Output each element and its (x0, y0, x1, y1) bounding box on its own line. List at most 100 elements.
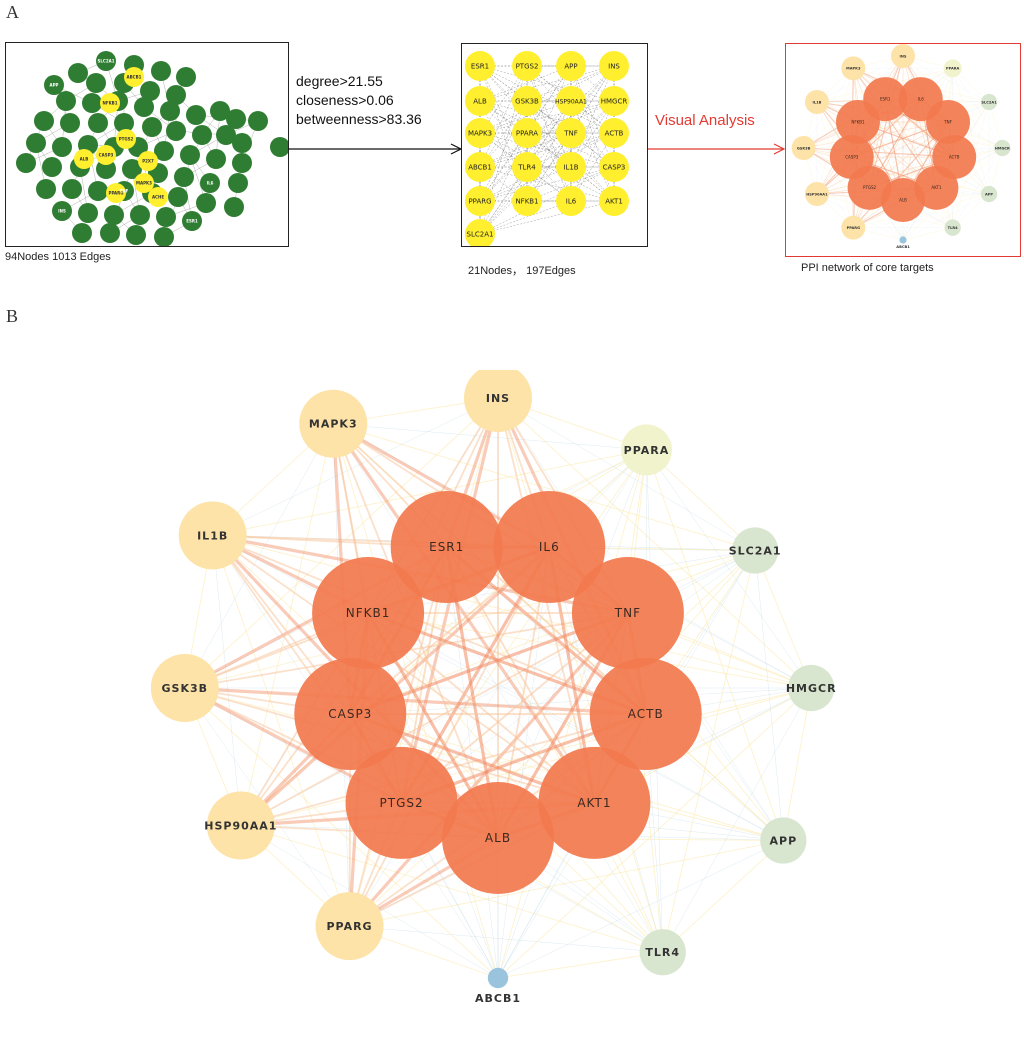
network-node (88, 113, 108, 133)
edge (646, 449, 784, 841)
core-node-slc2a1: SLC2A1 (465, 219, 495, 246)
node-slc2a1: SLC2A1 (729, 527, 781, 574)
criteria-closeness: closeness>0.06 (296, 92, 394, 108)
node-label-gsk3b: GSK3B (797, 146, 811, 150)
edge (479, 65, 572, 102)
core-node-label-actb: ACTB (949, 154, 960, 159)
edge (646, 449, 812, 689)
edge (526, 100, 572, 202)
edge (479, 100, 572, 202)
core-node-label-nfkb1: NFKB1 (346, 606, 391, 620)
core-node-label: NFKB1 (515, 198, 538, 206)
node-ins: INS (891, 44, 915, 68)
ppi-thumbnail-graph: INSPPARASLC2A1HMGCRAPPTLR4ABCB1PPARGHSP9… (791, 44, 1011, 249)
network-node (200, 173, 220, 193)
network-node (60, 113, 80, 133)
edge (526, 166, 615, 202)
edge (497, 840, 784, 979)
core-node-label-casp3: CASP3 (845, 154, 858, 159)
edge (526, 65, 615, 168)
core-node-label-alb: ALB (485, 831, 511, 845)
core-node-label: CASP3 (603, 164, 626, 172)
node-label-app: APP (770, 834, 798, 847)
edge (349, 840, 784, 927)
node-hmgcr: HMGCR (786, 664, 837, 712)
node-tlr4: TLR4 (944, 219, 961, 236)
node-label-abcb1: ABCB1 (127, 75, 142, 80)
node-app: APP (980, 185, 998, 203)
edge (349, 550, 756, 927)
node-label-tlr4: TLR4 (948, 226, 959, 230)
node-hsp90aa1: HSP90AA1 (804, 182, 829, 206)
full-network-graph: ABCB1NFKB1PTGS2CASP3P2X7MAPK3PPARGACHEAL… (16, 51, 288, 246)
core-node-esr1: ESR1 (465, 51, 495, 81)
edge (350, 550, 756, 715)
edge (570, 100, 615, 168)
edge (479, 166, 528, 202)
core-network-caption: 21Nodes， 197Edges (468, 265, 576, 277)
network-node (151, 61, 171, 81)
node-abcb1: ABCB1 (475, 967, 520, 1005)
node-label-nfkb1: NFKB1 (102, 101, 117, 106)
core-node-tnf: TNF (556, 118, 586, 148)
core-node-label: IL6 (566, 198, 577, 206)
node-label-tnf: TNF (120, 189, 129, 194)
edge (479, 65, 615, 235)
network-node (96, 51, 116, 71)
node-label-tlr4: TLR4 (645, 946, 680, 959)
network-node (88, 181, 108, 201)
node-label-slc2a1: SLC2A1 (981, 100, 997, 104)
edge (479, 100, 615, 134)
node-il1b: IL1B (804, 90, 829, 114)
node-label-app: APP (985, 192, 993, 196)
edge (479, 100, 528, 202)
edge (497, 397, 756, 551)
node-gsk3b: GSK3B (791, 136, 816, 160)
core-node-ins: INS (599, 51, 629, 81)
visual-analysis-label: Visual Analysis (655, 112, 755, 129)
edge (240, 612, 629, 827)
flow-arrows (288, 143, 786, 155)
core-node-label: INS (608, 63, 620, 71)
core-node (134, 173, 154, 193)
edge (857, 121, 1003, 149)
core-node-label-il6: IL6 (539, 540, 560, 554)
edge (479, 132, 528, 235)
edge (184, 687, 499, 979)
edge (497, 951, 663, 979)
node-label-hmgcr: HMGCR (786, 682, 837, 695)
core-node (138, 151, 158, 171)
network-node (86, 73, 106, 93)
edge (526, 65, 615, 102)
network-node (62, 179, 82, 199)
node-label-pparg: PPARG (847, 226, 860, 230)
core-node-hmgcr: HMGCR (599, 86, 629, 116)
core-node (116, 129, 136, 149)
network-node (100, 223, 120, 243)
core-node-actb: ACTB (599, 118, 629, 148)
core-node-il6: IL6 (556, 186, 586, 216)
edge (526, 65, 572, 168)
edge (570, 65, 615, 168)
core-node-casp3: CASP3 (599, 152, 629, 182)
core-node-label: MAPK3 (468, 130, 492, 138)
core-node-label: HMGCR (601, 98, 628, 106)
network-node (36, 179, 56, 199)
edge (212, 449, 647, 536)
criteria-degree: degree>21.55 (296, 73, 383, 89)
edge (333, 423, 647, 451)
edge (526, 100, 572, 168)
edge (754, 550, 784, 841)
network-node (122, 159, 142, 179)
node-ins: INS (464, 370, 532, 432)
network-node (206, 149, 226, 169)
edge (212, 535, 350, 927)
node-label-slc2a1: SLC2A1 (97, 59, 114, 64)
ppi-thumbnail-caption: PPI network of core targets (801, 262, 934, 274)
network-node (216, 125, 236, 145)
core-node-label-esr1: ESR1 (429, 540, 464, 554)
core-node-nfkb1 (312, 557, 425, 669)
node-il1b: IL1B (178, 501, 247, 570)
